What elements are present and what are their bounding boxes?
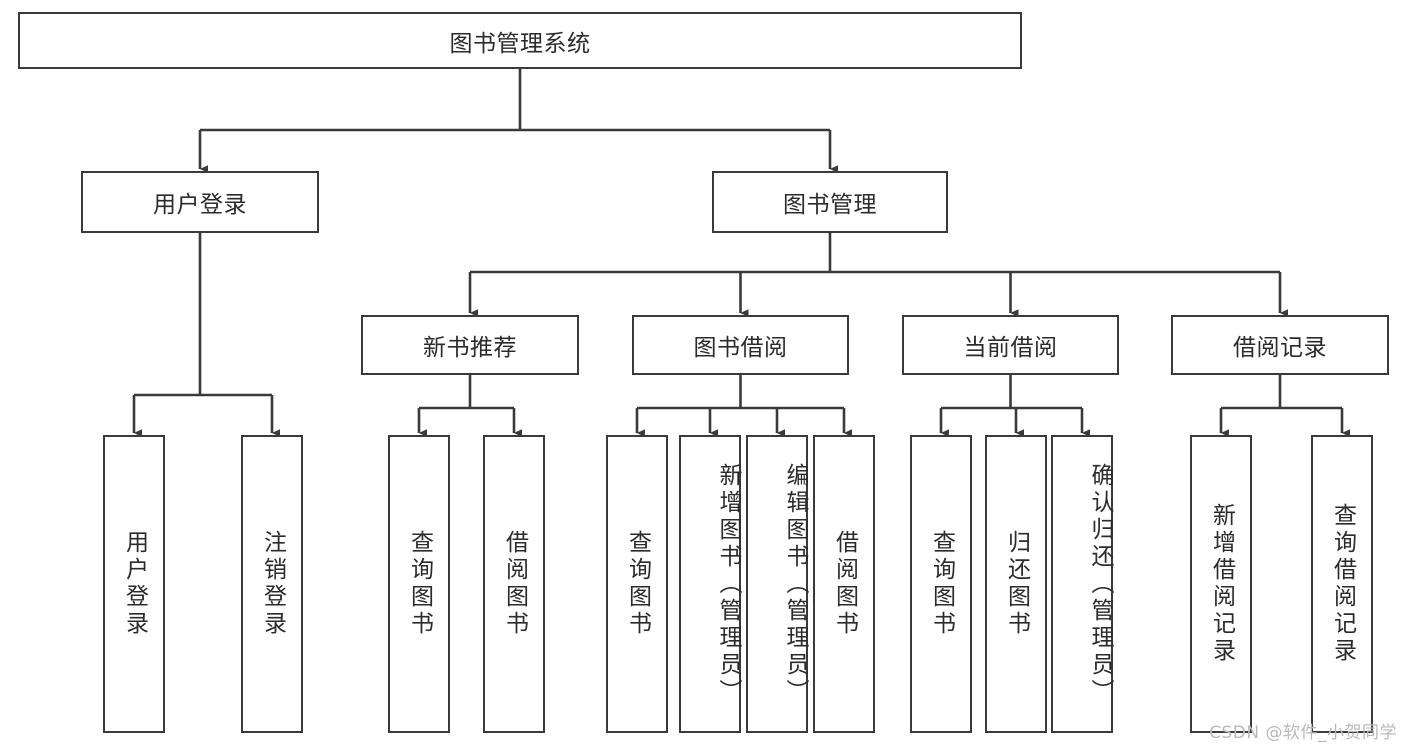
node-root[interactable]: 图书管理系统	[18, 12, 1022, 69]
node-new-book-recommendation[interactable]: 新书推荐	[361, 315, 579, 375]
leaf-user-login[interactable]: 用户登录	[103, 435, 165, 733]
leaf-query-book-recommendation[interactable]: 查询图书	[388, 435, 450, 733]
node-user-login[interactable]: 用户登录	[81, 171, 319, 233]
node-book-management[interactable]: 图书管理	[712, 171, 948, 233]
leaf-query-book-current[interactable]: 查询图书	[910, 435, 972, 733]
leaf-return-book[interactable]: 归还图书	[985, 435, 1047, 733]
leaf-confirm-return-admin[interactable]: 确认归还（管理员）	[1051, 435, 1113, 733]
node-book-borrow[interactable]: 图书借阅	[632, 315, 849, 375]
leaf-user-logout[interactable]: 注销登录	[241, 435, 303, 733]
leaf-borrow-book[interactable]: 借阅图书	[813, 435, 875, 733]
node-borrow-record[interactable]: 借阅记录	[1171, 315, 1389, 375]
leaf-edit-book-admin[interactable]: 编辑图书（管理员）	[746, 435, 808, 733]
leaf-query-book-borrow[interactable]: 查询图书	[606, 435, 668, 733]
leaf-add-book-admin[interactable]: 新增图书（管理员）	[679, 435, 741, 733]
leaf-query-borrow-record[interactable]: 查询借阅记录	[1311, 435, 1373, 733]
leaf-add-borrow-record[interactable]: 新增借阅记录	[1190, 435, 1252, 733]
leaf-borrow-book-recommendation[interactable]: 借阅图书	[483, 435, 545, 733]
node-current-borrow[interactable]: 当前借阅	[902, 315, 1119, 375]
